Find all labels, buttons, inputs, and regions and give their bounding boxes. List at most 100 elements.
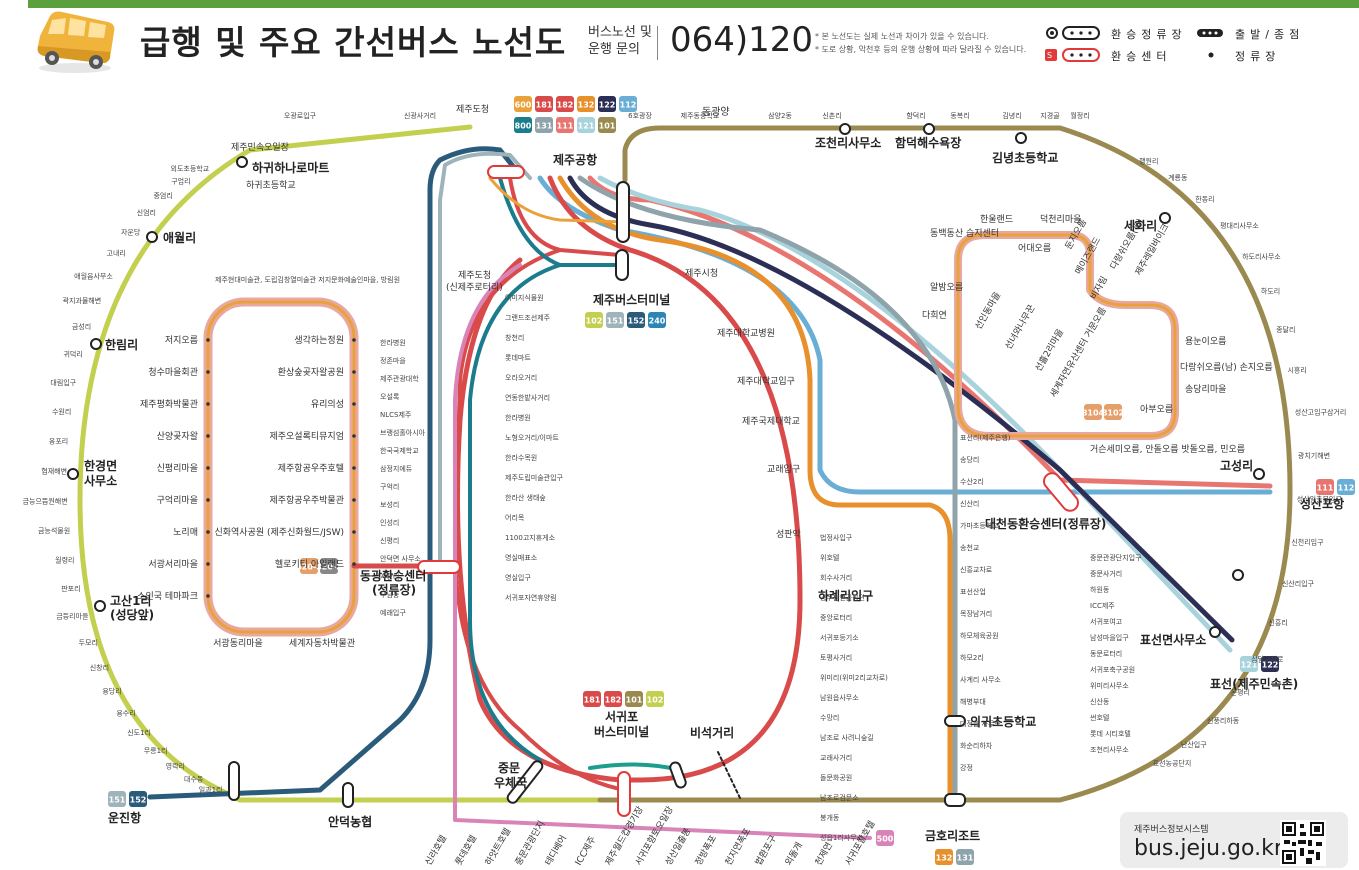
stop-east-loop: 송당리마을 (1185, 384, 1226, 395)
notes: * 본 노선도는 실제 노선과 차이가 있을 수 있습니다. * 도로 상황, … (815, 30, 1026, 56)
label-west-market: 제주민속오일장 (231, 142, 289, 153)
stop-east: 신산리입구 (1282, 579, 1315, 588)
marker-sehwa (1159, 212, 1171, 224)
stop-west: 자운당 (121, 227, 141, 236)
stop-center: 어리목 (505, 513, 525, 522)
route-badge-label: 800 (515, 122, 532, 131)
route-badge-r500: 500 (876, 830, 894, 846)
route-badge-airport-112: 112 (619, 96, 637, 112)
marker-andeok (342, 782, 354, 808)
stop-center: 송당리 (960, 455, 979, 464)
stop-center: 사계리 사무소 (960, 675, 1001, 684)
stop-center: ICC제주 (1090, 602, 1115, 610)
route-badge-seogwipo-101: 101 (625, 691, 643, 707)
route-badge-label: 101 (626, 696, 643, 705)
legend-transfer-center: 환승센터 (1111, 50, 1172, 63)
label-unjin: 운진항 (108, 810, 141, 825)
stop-inner-right: 유리의성 (311, 399, 344, 410)
marker-pyoseon-office (1209, 626, 1221, 638)
bus-icon (37, 11, 115, 73)
stop-west: 판포리 (61, 584, 80, 593)
route-badge-label: 112 (1338, 484, 1355, 493)
stop-inner-left: 제주평화박물관 (140, 399, 198, 410)
stop-center: 서귀포등기소 (820, 633, 859, 642)
phone-number: 064)120 (670, 20, 814, 60)
stop-center: 토평사거리 (820, 653, 852, 662)
label-jungmun-2: 우체국 (494, 775, 527, 790)
stop-west: 영락리 (166, 761, 185, 770)
stop-inner-bottom: 서광동리마을 (213, 637, 263, 649)
stop-center: 대정읍 사무소 (960, 719, 1001, 728)
label-univ-hospital: 제주대학교병원 (717, 328, 775, 339)
stop-top: 삼양2동 (768, 111, 792, 120)
stop-center: 한라병원 (380, 338, 406, 347)
stop-dot (352, 498, 356, 502)
stop-east: 하도리 (1261, 287, 1280, 296)
stop-dot (206, 498, 210, 502)
label-docheong-new-1: 제주도청 (458, 270, 491, 281)
legend-row-2: S 환승센터 정류장 (1045, 46, 1315, 64)
stop-center: 남조로 사려니숲길 (820, 733, 874, 742)
route-101-line (597, 125, 1293, 803)
stop-icon (1208, 52, 1214, 58)
stop-center: 공무원연금공단 (820, 593, 866, 602)
stop-dot (352, 562, 356, 566)
route-badge-label: 181 (536, 101, 553, 110)
marker-seogwipo (617, 771, 631, 817)
stop-center: 표선리(제주은행) (960, 433, 1011, 442)
stop-west: 귀덕리 (63, 350, 82, 359)
info-url[interactable]: bus.jeju.go.kr (1134, 836, 1283, 861)
route-badge-label: 111 (557, 122, 574, 131)
stop-center: 신산리 (960, 499, 979, 508)
stop-top: 지경골 (1040, 111, 1060, 120)
label-seogwipo-1: 서귀포 (605, 709, 638, 724)
label-pyoseon: 표선(제주민속촌) (1210, 676, 1298, 691)
route-badge-airport-182: 182 (556, 96, 574, 112)
route-badge-pyoseon-121: 121 (1240, 656, 1258, 672)
stop-inner-right: 헬로키티 아일랜드 (275, 559, 344, 570)
map-labels: 제주공항 제주버스터미널 서귀포 버스터미널 동광환승센터 (정류장) 대천동환… (84, 104, 1344, 843)
route-badge-r8102: 8102 (1102, 404, 1124, 420)
route-badge-label: 131 (536, 122, 553, 131)
stop-inner-left: 신평리마을 (157, 463, 198, 474)
label-gosan-2: (성당앞) (110, 607, 154, 622)
stop-west: 곽지과물해변 (63, 296, 102, 305)
route-badge-seongsan-112: 112 (1337, 479, 1355, 495)
stop-bottom: 서귀포칼호텔 (842, 818, 877, 867)
marker-hamdeok (923, 123, 935, 135)
stop-center: 오설록 (380, 393, 400, 401)
route-badge-airport2-131: 131 (535, 117, 553, 133)
stop-center: 수망리 (820, 713, 839, 722)
label-uigwi: 의귀초등학교 (970, 714, 1036, 729)
stop-inner-left: 노리매 (173, 527, 198, 538)
marker-gimnyeong (1015, 132, 1027, 144)
label-goseong: 고성리 (1220, 458, 1253, 473)
stop-east-loop: 선인동마을 (973, 290, 1003, 331)
marker-sinsan (1232, 569, 1244, 581)
label-seongsan: 성산포항 (1300, 496, 1344, 511)
label-pyoseon-office: 표선면사무소 (1140, 632, 1206, 647)
stop-inner-right: 제주항공우주호텔 (278, 462, 344, 474)
marker-unjin (228, 761, 240, 801)
route-badge-geumho-131: 131 (956, 849, 974, 865)
svg-text:S: S (1047, 51, 1052, 60)
stop-center: 위미리사무소 (1090, 681, 1129, 690)
stop-bottom: 외돌개 (782, 840, 805, 868)
label-jocheon: 조천리사무소 (815, 135, 881, 150)
route-badge-r8104: 8104 (1082, 404, 1105, 420)
stop-center: 정존마을 (380, 356, 406, 365)
stop-center: 화순리하차 (960, 741, 993, 750)
route-badge-airport-122: 122 (598, 96, 616, 112)
route-badge-unjin-152: 152 (129, 791, 147, 807)
route-badge-label: 182 (557, 101, 574, 110)
route-badge-label: 500 (877, 835, 894, 844)
stop-center: 제주도립미술관입구 (505, 473, 564, 482)
route-badge-label: 131 (957, 854, 974, 863)
stop-center: 오라오거리 (505, 373, 537, 382)
qr-code-icon[interactable] (1280, 820, 1326, 866)
label-inner-top: 제주현대미술관, 도립김창열미술관 저지문화예술인마을, 방림원 (215, 275, 400, 284)
stop-dot (206, 402, 210, 406)
marker-jungang (669, 761, 687, 789)
stop-west: 대수동 (184, 775, 204, 783)
stop-west: 외도초등학교 (171, 164, 210, 173)
